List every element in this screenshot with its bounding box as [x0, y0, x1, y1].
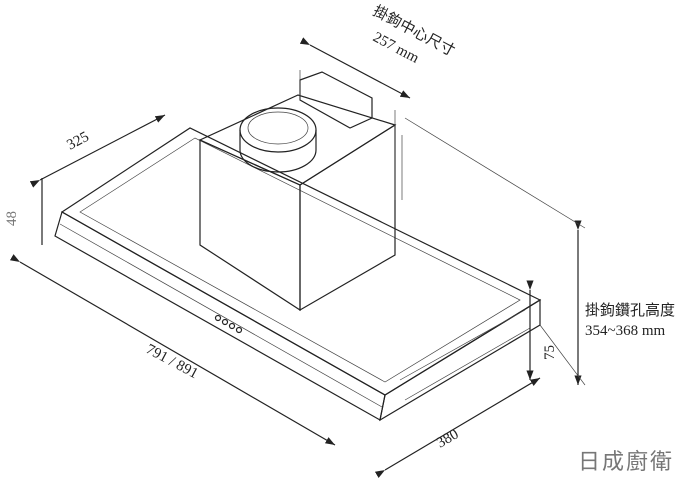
depth-label: 380 [434, 426, 461, 451]
depth-top-label: 325 [64, 129, 91, 154]
hook-hole-label: 掛鉤鑽孔高度 [585, 302, 675, 319]
thickness-label: 48 [4, 211, 20, 226]
chimney-box [198, 70, 403, 312]
front-height-label: 75 [542, 345, 558, 360]
hood-panel [54, 127, 542, 422]
brand-logo-text: 日成廚衛 [578, 450, 675, 475]
dimension-lines [9, 37, 586, 478]
hook-hole-value: 354~368 mm [585, 323, 666, 339]
control-buttons [214, 314, 243, 334]
